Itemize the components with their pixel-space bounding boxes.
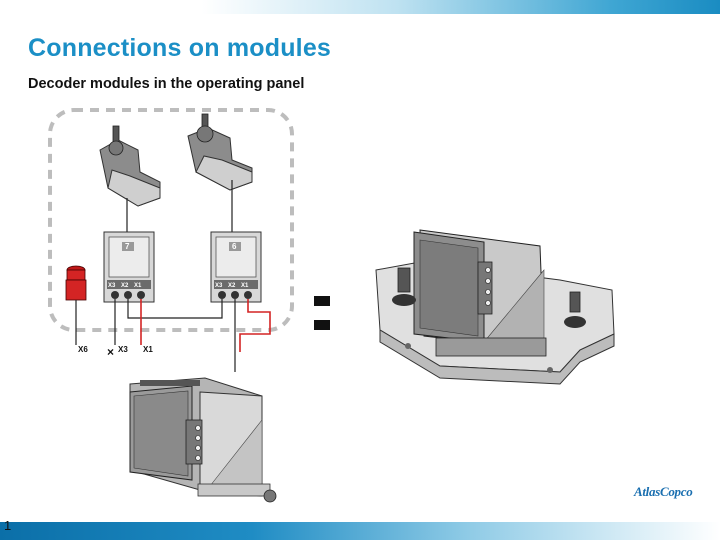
bottom-gradient-bar: [0, 522, 720, 540]
logo-text: AtlasCopco: [634, 484, 693, 499]
emergency-stop-button: [65, 265, 87, 301]
decoder-module-assembly-lower: [129, 377, 277, 503]
equals-sign: [314, 296, 330, 330]
module-left-x2-label: X2: [121, 283, 129, 289]
cable-x-mark: ×: [107, 345, 114, 359]
page-number: 1: [4, 518, 12, 533]
slide-subtitle: Decoder modules in the operating panel: [28, 76, 305, 92]
cable-right-module-x1-red: [239, 299, 271, 352]
module-right-x3-label: X3: [215, 283, 223, 289]
cable-label-x1: X1: [143, 345, 153, 354]
slide-title: Connections on modules: [28, 34, 332, 62]
top-gradient-bar: [0, 0, 720, 14]
joystick-left: [99, 125, 161, 207]
module-left-number: 7: [125, 242, 130, 251]
decoder-module-right: 6 X3 X2 X1: [210, 231, 262, 303]
svg-text:X3 X2 X1: X3 X2 X1: [215, 283, 249, 289]
module-right-number: 6: [232, 242, 237, 251]
operating-panel-group-border: [48, 108, 294, 332]
module-right-x2-label: X2: [228, 283, 236, 289]
cable-label-x3: X3: [118, 345, 128, 354]
atlas-copco-logo: AtlasCopco: [634, 484, 706, 506]
cable-left-module-x2: [127, 299, 223, 319]
module-right-x1-label: X1: [241, 283, 249, 289]
module-left-x1-label: X1: [134, 283, 142, 289]
svg-text:X3 X2 X1: X3 X2 X1: [108, 283, 142, 289]
cable-label-x6: X6: [78, 345, 88, 354]
module-left-x3-label: X3: [108, 283, 116, 289]
operating-panel-assembly: [375, 229, 615, 385]
joystick-right: [187, 113, 253, 191]
decoder-module-left: 7 X3 X2 X1: [103, 231, 155, 303]
